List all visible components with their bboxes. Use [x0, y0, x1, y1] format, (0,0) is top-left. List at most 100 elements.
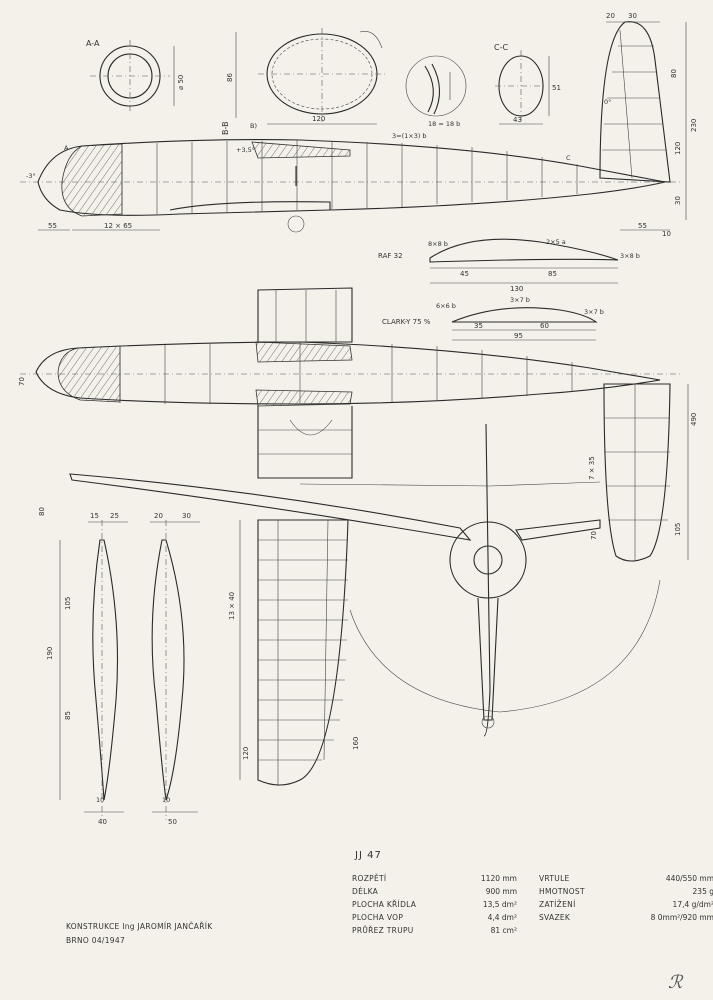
dim-d50: ⌀ 50: [177, 75, 185, 90]
spec-k2: ZATÍŽENÍ: [539, 900, 576, 909]
dim-d490: 490: [690, 413, 698, 426]
spec-row: PRŮŘEZ TRUPU 81 cm²: [352, 924, 713, 937]
dim-d160: 160: [352, 737, 360, 750]
spec-v: 900 mm: [485, 887, 517, 896]
spec-v: 1120 mm: [480, 874, 517, 883]
dim-d230: 230: [690, 119, 698, 132]
spec-k: PRŮŘEZ TRUPU: [352, 926, 414, 935]
airfoil-clark-y: CLARK-Y 75 % 35 60 95 6×6 b 3×7 b 3×7 b: [382, 296, 604, 341]
dim-d120: 120: [312, 115, 325, 123]
fin-side-view: 0° 20 30 80 230 120 30 10: [599, 12, 698, 238]
dim-d120v: 120: [674, 142, 682, 155]
section-cc: C-C 51 43: [494, 43, 561, 125]
designer-date: BRNO 04/1947: [66, 936, 126, 945]
spec-v2: 235 g: [692, 887, 713, 896]
section-bb: 86 120 B-B: [221, 28, 388, 135]
spec-v: 81 cm²: [490, 926, 517, 935]
dim-d13x40: 13 × 40: [228, 592, 236, 620]
wing-planform-top: [257, 287, 353, 479]
dim-d35: 35: [474, 322, 483, 330]
wing-panel-planform: 13 × 40 120 160: [228, 519, 360, 786]
airfoil-raf32: RAF 32 45 85 130 8×8 b 2×5 a 3×8 b: [378, 238, 640, 293]
dim-d3x1: 3=(1×3) b: [392, 132, 427, 140]
rib-profiles: 15 25 20 30 105 190 85 80 10 10 40 50: [38, 507, 200, 826]
dim-d2x5: 2×5 a: [546, 238, 566, 246]
spec-v2: 8 0mm²/920 mm: [650, 913, 713, 922]
designer-credit: KONSTRUKCE Ing JAROMÍR JANČAŘÍK: [66, 922, 213, 931]
dim-d8x8: 8×8 b: [428, 240, 448, 248]
dim-d43: 43: [513, 116, 522, 124]
dim-d85: 85: [548, 270, 557, 278]
dim-d95: 95: [514, 332, 523, 340]
dim-d30: 30: [628, 12, 637, 20]
spec-v: 4,4 dm²: [487, 913, 517, 922]
front-view: [69, 423, 661, 737]
rib-detail: 18 = 18 b 3=(1×3) b: [392, 55, 467, 140]
dim-d105b: 105: [64, 597, 72, 610]
dim-d6x6: 6×6 b: [436, 302, 456, 310]
stabilizer-top-view: 490 7 × 35 70 105: [588, 383, 698, 562]
dim-d18: 18 = 18 b: [428, 120, 460, 128]
dim-d70: 70: [18, 377, 26, 386]
label-clark: CLARK-Y 75 %: [382, 318, 431, 326]
spec-row: PLOCHA VOP 4,4 dm² SVAZEK 8 0mm²/920 mm: [352, 911, 713, 924]
dim-d3x8: 3×8 b: [620, 252, 640, 260]
spec-row: DÉLKA 900 mm HMOTNOST 235 g: [352, 885, 713, 898]
dim-d25: 25: [110, 512, 119, 520]
label-section-aa: A-A: [86, 39, 100, 48]
dim-d105: 105: [674, 523, 682, 536]
dim-d55r: 55: [638, 222, 647, 230]
fuselage-top-view: 70: [18, 341, 680, 407]
dim-d80: 80: [670, 69, 678, 78]
label-section-bb: B-B: [221, 121, 230, 135]
dim-d70v: 70: [590, 531, 598, 540]
fuselage-side-view: +3,5° -3° A B) C 55 12 × 65 55: [20, 122, 680, 233]
spec-row: PLOCHA KŘÍDLA 13,5 dm² ZATÍŽENÍ 17,4 g/dm²: [352, 898, 713, 911]
dim-d45: 45: [460, 270, 469, 278]
dim-d120c: 120: [242, 747, 250, 760]
spec-k: DÉLKA: [352, 887, 379, 896]
dim-d30b: 30: [182, 512, 191, 520]
spec-k: ROZPĚTÍ: [352, 874, 387, 883]
label-raf: RAF 32: [378, 252, 403, 260]
spec-k2: SVAZEK: [539, 913, 571, 922]
dim-d55l: 55: [48, 222, 57, 230]
dim-d15: 15: [90, 512, 99, 520]
spec-k: PLOCHA VOP: [352, 913, 404, 922]
label-angle-m3: -3°: [26, 172, 36, 180]
spec-v2: 17,4 g/dm²: [672, 900, 713, 909]
dim-d80l: 80: [38, 507, 46, 516]
label-section-marker-b: B): [250, 122, 257, 130]
label-section-marker-c: C: [566, 154, 571, 162]
spec-row: ROZPĚTÍ 1120 mm VRTULE 440/550 mm: [352, 872, 713, 885]
dim-d3x7: 3×7 b: [510, 296, 530, 304]
dim-d40: 40: [98, 818, 107, 826]
dim-d130: 130: [510, 285, 523, 293]
dim-d51: 51: [552, 84, 561, 92]
label-angle-35: +3,5°: [236, 146, 255, 154]
dim-d86: 86: [226, 73, 234, 82]
signature-mark: ℛ: [668, 972, 683, 993]
spec-v2: 440/550 mm: [665, 874, 713, 883]
dim-d50b: 50: [168, 818, 177, 826]
dim-d10b: 10: [96, 796, 104, 804]
spec-k: PLOCHA KŘÍDLA: [352, 900, 417, 909]
dim-d20: 20: [606, 12, 615, 20]
spec-v: 13,5 dm²: [482, 900, 517, 909]
section-aa: A-A ⌀ 50: [86, 39, 185, 112]
label-section-cc: C-C: [494, 43, 508, 52]
dim-d12x65: 12 × 65: [104, 222, 132, 230]
dim-d30v: 30: [674, 196, 682, 205]
spec-k2: HMOTNOST: [539, 887, 585, 896]
dim-d3x7b: 3×7 b: [584, 308, 604, 316]
dim-d20b: 20: [154, 512, 163, 520]
spec-table: ROZPĚTÍ 1120 mm VRTULE 440/550 mm DÉLKA 900 m…: [352, 872, 713, 937]
dim-d85b: 85: [64, 711, 72, 720]
spec-k2: VRTULE: [539, 874, 570, 883]
dim-d190: 190: [46, 647, 54, 660]
dim-d60: 60: [540, 322, 549, 330]
label-angle-0: 0°: [604, 98, 611, 106]
model-title: JJ 47: [355, 850, 382, 861]
dim-d10c: 10: [162, 796, 170, 804]
